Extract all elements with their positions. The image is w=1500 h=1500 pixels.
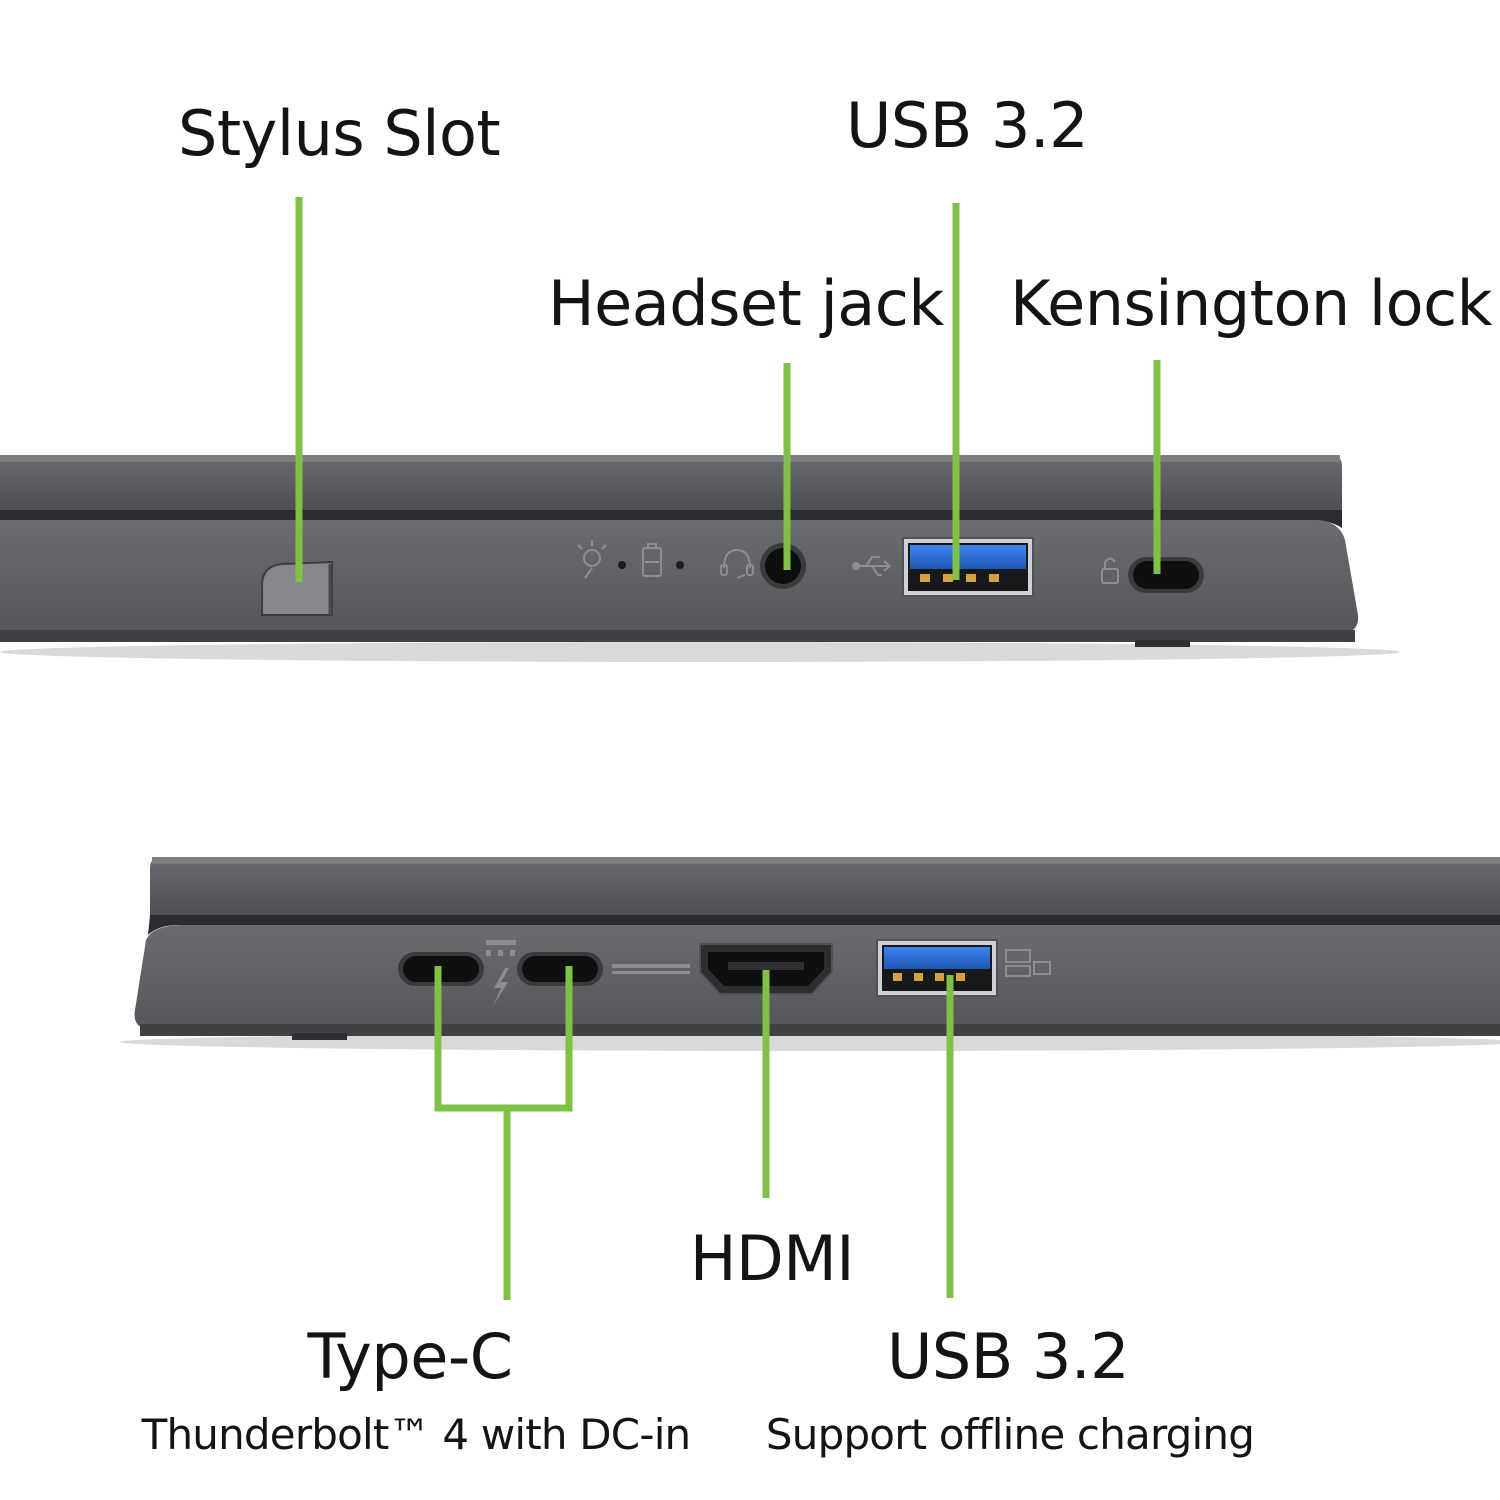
usb-charging-icon <box>1005 949 1051 977</box>
usb-symbol-icon <box>852 556 892 576</box>
hdmi-port <box>699 943 833 995</box>
base-bottom-edge-2 <box>140 1024 1500 1036</box>
hdmi-logo-icon <box>612 964 690 974</box>
headset-jack <box>760 543 806 589</box>
headset-icon <box>720 548 754 579</box>
thunderbolt-icon <box>486 940 516 1006</box>
rubber-foot <box>1135 640 1190 647</box>
bottom-callout-lines <box>434 966 954 1300</box>
lid-highlight-bottom <box>152 857 1500 864</box>
label-type-c-sub: Thunderbolt™ 4 with DC-in <box>141 1410 692 1459</box>
stylus-slot <box>261 560 333 616</box>
laptop-lid-bottom <box>150 857 1500 915</box>
hinge-gap <box>0 510 1342 528</box>
power-indicator-icon <box>577 540 607 579</box>
laptop-shadow <box>0 642 1400 662</box>
type-c-port-2 <box>517 952 603 986</box>
power-led <box>618 561 626 569</box>
label-kensington-lock: Kensington lock <box>1010 267 1493 340</box>
label-stylus-slot: Stylus Slot <box>178 97 501 170</box>
battery-indicator-icon <box>642 543 662 577</box>
label-usb-top: USB 3.2 <box>846 89 1089 162</box>
label-type-c: Type-C <box>307 1320 513 1393</box>
kensington-slot <box>1128 557 1204 593</box>
laptop-left-side <box>120 857 1500 1051</box>
lock-icon <box>1101 557 1119 584</box>
label-usb-bottom-sub: Support offline charging <box>765 1410 1255 1459</box>
label-usb-bottom: USB 3.2 <box>886 1320 1130 1393</box>
laptop-lid <box>0 455 1342 510</box>
label-headset-jack: Headset jack <box>548 267 944 340</box>
rubber-foot-2 <box>292 1033 347 1040</box>
lid-highlight <box>0 455 1340 462</box>
base-bottom-edge <box>0 630 1355 642</box>
laptop-right-side <box>0 455 1400 662</box>
usb-port-top <box>902 537 1034 597</box>
top-callout-lines <box>295 197 1161 582</box>
label-hdmi: HDMI <box>689 1222 855 1295</box>
usb-port-bottom <box>876 939 998 997</box>
battery-led <box>676 561 684 569</box>
laptop-shadow-bottom <box>120 1033 1500 1051</box>
